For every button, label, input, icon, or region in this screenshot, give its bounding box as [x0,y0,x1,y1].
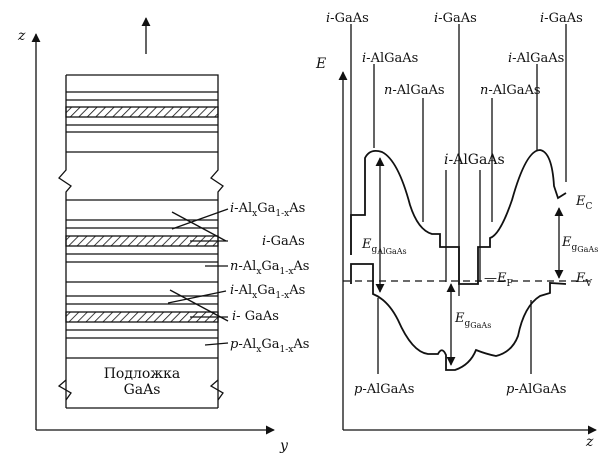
substrate-label-line1: Подложка [104,366,181,382]
label-p-algaas-left: p-AlGaAs [354,382,414,397]
layer-label-5: i- GaAs [232,309,279,324]
label-n-algaas-left: n-AlGaAs [384,83,445,98]
top-label-igaas-1: i-GaAs [326,11,369,26]
layer-label-6: p-AlxGa1-xAs [230,337,309,355]
left-z-axis-label: z [17,28,26,44]
eg-gaas-right-label: EgGaAs [561,235,598,254]
top-gaas-quantum-well [65,106,219,118]
ec-label: EC [575,194,593,212]
ef-label: —EF [484,271,513,289]
label-i-algaas-right: i-AlGaAs [508,51,564,66]
left-panel-structure: z y Подложка GaAs [17,17,309,454]
substrate-label-line2: GaAs [124,382,161,398]
right-z-axis-label: z [585,434,594,450]
label-i-algaas-center: i-AlGaAs [444,152,505,168]
left-y-axis-label: y [279,438,289,454]
structure-right-edge [66,74,224,408]
label-i-algaas-left: i-AlGaAs [362,51,418,66]
label-p-algaas-right: p-AlGaAs [506,382,566,397]
layer-label-4: i-AlxGa1-xAs [230,283,305,301]
layer-label-2: i-GaAs [262,234,305,249]
top-label-igaas-3: i-GaAs [540,11,583,26]
label-n-algaas-right: n-AlGaAs [480,83,541,98]
eg-gaas-mid-label: EgGaAs [454,311,491,330]
conduction-band-edge [350,149,567,285]
top-label-igaas-2: i-GaAs [434,11,477,26]
right-e-axis-label: E [315,56,326,72]
ev-label: EV [575,271,593,289]
layer-label-1: i-AlxGa1-xAs [230,201,305,219]
layer-label-3: n-AlxGa1-xAs [230,259,309,277]
right-panel-band-diagram: E z i-GaAs i-GaAs i-GaAs i-AlGaAs n-AlGa… [315,11,598,450]
eg-algaas-label: EgAlGaAs [361,237,407,256]
valence-band-edge [350,263,567,371]
